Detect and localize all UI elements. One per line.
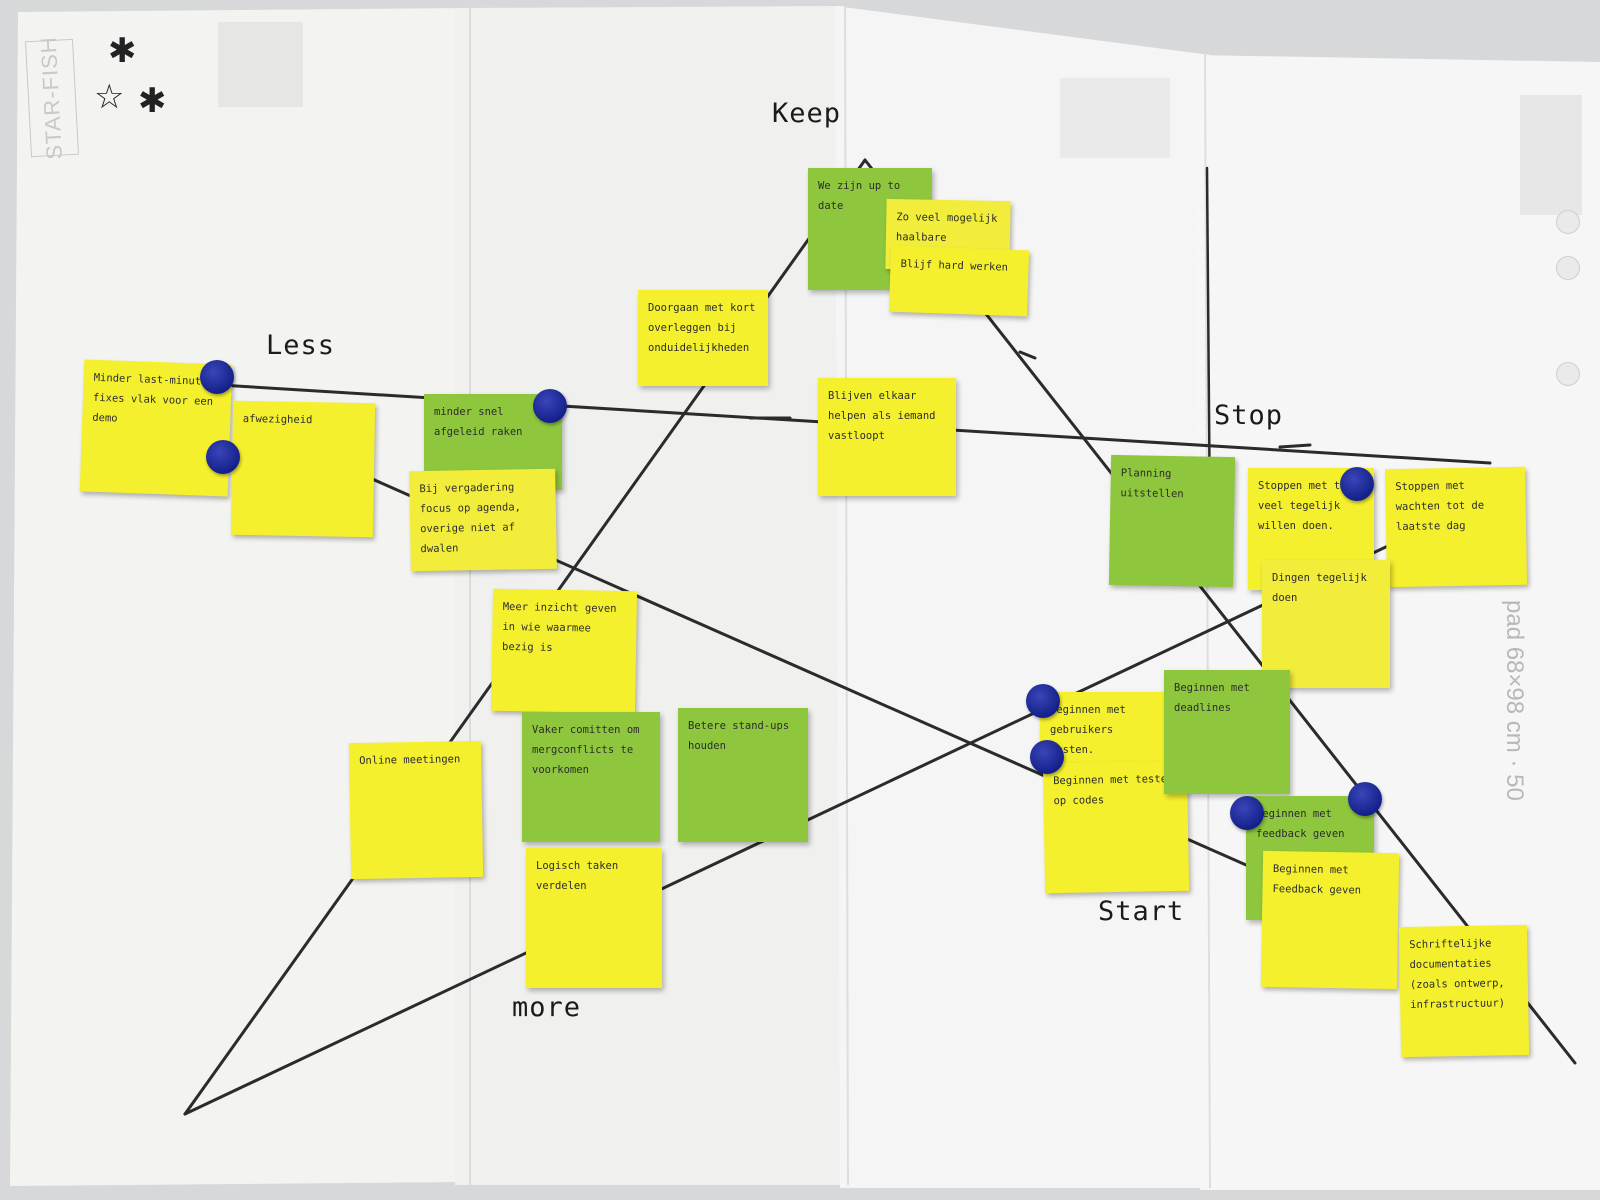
sticky-note-more-5[interactable]: Logisch taken verdelen bbox=[526, 848, 662, 988]
sticky-note-keep-4[interactable]: Doorgaan met kort overleggen bij onduide… bbox=[638, 290, 768, 386]
label-less: Less bbox=[266, 330, 336, 361]
push-pin-icon bbox=[1026, 684, 1060, 718]
push-pin-icon bbox=[1230, 796, 1264, 830]
punch-hole bbox=[1556, 362, 1580, 386]
sticky-note-stop-1[interactable]: Planning uitstellen bbox=[1108, 454, 1236, 588]
sticky-note-more-3[interactable]: Betere stand-ups houden bbox=[678, 708, 808, 842]
sticky-note-less-2[interactable]: afwezigheid bbox=[230, 400, 376, 538]
sticky-note-more-1[interactable]: Meer inzicht geven in wie waarmee bezig … bbox=[490, 588, 638, 714]
paper-sheet-left bbox=[10, 8, 470, 1186]
sticky-note-stop-3[interactable]: Stoppen met wachten tot de laatste dag bbox=[1384, 466, 1528, 588]
label-start: Start bbox=[1098, 896, 1185, 927]
pad-print-text: pad 68×98 cm · 50 bbox=[1501, 600, 1528, 801]
sticky-note-start-5[interactable]: Beginnen met Feedback geven bbox=[1260, 850, 1400, 990]
push-pin-icon bbox=[533, 389, 567, 423]
label-stop: Stop bbox=[1214, 400, 1284, 431]
sticky-note-keep-3[interactable]: Blijf hard werken bbox=[888, 245, 1030, 317]
punch-hole bbox=[1556, 210, 1580, 234]
label-more: more bbox=[512, 992, 582, 1023]
push-pin-icon bbox=[206, 440, 240, 474]
star-outline-icon: ☆ bbox=[94, 77, 125, 117]
sticky-note-keep-5[interactable]: Blijven elkaar helpen als iemand vastloo… bbox=[818, 378, 956, 496]
scribbled-star-icon: ✱ bbox=[138, 81, 167, 121]
push-pin-icon bbox=[1340, 467, 1374, 501]
sticky-note-stop-4[interactable]: Dingen tegelijk doen bbox=[1262, 560, 1390, 688]
scribbled-star-icon: ✱ bbox=[108, 31, 137, 71]
sticky-note-start-3[interactable]: Beginnen met deadlines bbox=[1164, 670, 1290, 794]
push-pin-icon bbox=[1030, 740, 1064, 774]
push-pin-icon bbox=[1348, 782, 1382, 816]
starfish-logo: STAR-FISH bbox=[24, 36, 80, 160]
sticky-note-less-4[interactable]: Bij vergadering focus op agenda, overige… bbox=[409, 468, 557, 572]
label-keep: Keep bbox=[772, 98, 842, 129]
sticky-note-more-2[interactable]: Vaker comitten om mergconflicts te voork… bbox=[522, 712, 660, 842]
logo-text: STAR-FISH bbox=[35, 35, 68, 161]
push-pin-icon bbox=[200, 360, 234, 394]
sticky-note-start-6[interactable]: Schriftelijke documentaties (zoals ontwe… bbox=[1398, 924, 1530, 1058]
sticky-note-more-4[interactable]: Online meetingen bbox=[348, 740, 484, 880]
punch-hole bbox=[1556, 256, 1580, 280]
